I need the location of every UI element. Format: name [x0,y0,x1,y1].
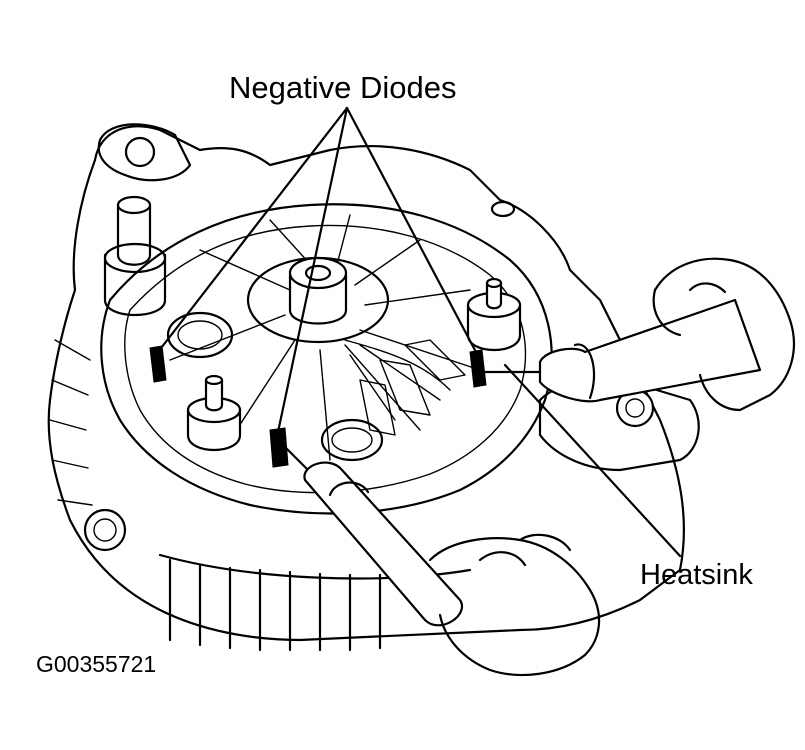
test-probe-right [483,298,762,403]
terminal-stud-lower [186,374,242,452]
heatsink-leader-line [503,363,682,558]
negative-diodes-label: Negative Diodes [229,70,457,105]
figure-code-label: G00355721 [36,651,157,677]
negative-diode-left [149,345,167,383]
test-probe-center [280,442,464,627]
center-hub [246,256,390,344]
terminal-stud-right [466,277,522,352]
negative-diodes-leader-lines [156,106,479,434]
alternator-housing [47,123,700,652]
hand-lower [428,533,601,677]
rectifier-plate [100,203,553,515]
hand-right [652,257,795,412]
terminal-stud-left [103,195,167,317]
negative-diode-right [469,349,487,388]
negative-diode-center [269,427,289,468]
heatsink-label: Heatsink [640,559,753,591]
bearing-port [166,311,384,462]
